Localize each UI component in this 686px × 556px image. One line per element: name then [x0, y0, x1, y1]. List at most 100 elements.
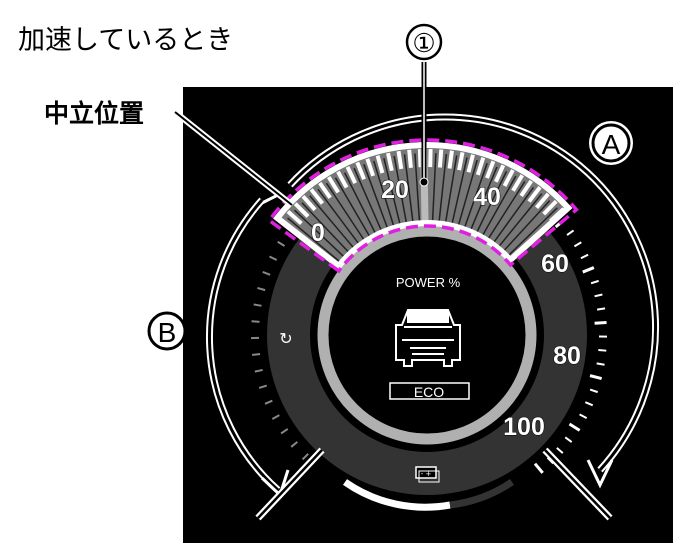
regen-tick	[277, 240, 286, 247]
scale-tick	[589, 388, 599, 394]
scale-tick	[596, 362, 605, 366]
power-bar-tip	[375, 155, 385, 174]
regen-tick	[264, 399, 273, 405]
power-bar-divider	[438, 153, 448, 224]
power-bar-divider	[486, 181, 526, 241]
power-bar-tip	[286, 210, 303, 225]
scale-tick	[589, 374, 603, 381]
battery-icon: - +	[415, 466, 440, 483]
charge-bar-filled	[342, 479, 451, 511]
scale-label-20: 20	[381, 176, 409, 204]
power-title: POWER %	[396, 275, 461, 290]
power-bar-divider	[450, 157, 468, 226]
power-bar-tip	[527, 186, 542, 203]
scale-tick	[573, 241, 582, 248]
scale-tick	[590, 279, 599, 285]
power-bar-tip	[309, 188, 324, 205]
callout-a: A	[589, 121, 633, 165]
power-bar-tip	[485, 160, 496, 179]
scale-label-60: 60	[541, 250, 569, 278]
power-bar-divider	[294, 209, 347, 259]
power-bar-divider	[353, 167, 383, 233]
svg-text:A: A	[602, 129, 621, 160]
scale-label-40: 40	[473, 183, 501, 211]
power-bar-divider	[491, 186, 535, 245]
power-bar-tip	[301, 195, 317, 212]
svg-text:B: B	[158, 317, 177, 348]
regen-tick	[254, 368, 263, 373]
power-bar-divider	[403, 154, 414, 224]
power-bar-divider	[309, 195, 356, 250]
power-bar-divider	[334, 177, 372, 239]
scale-label-100: 100	[503, 413, 545, 441]
power-bar-divider	[475, 170, 508, 235]
power-bar-tip	[457, 152, 465, 171]
scale-label-0: 0	[311, 219, 325, 247]
power-bar-divider	[457, 159, 478, 228]
power-sector	[277, 144, 569, 267]
regen-tick	[280, 428, 289, 435]
power-bar-tip	[336, 170, 349, 189]
regen-tick	[251, 320, 260, 323]
power-bar-divider	[383, 158, 402, 227]
power-bar-tip	[396, 150, 404, 170]
car-icon	[395, 309, 461, 367]
power-bar-divider	[363, 164, 389, 231]
scale-tick	[594, 293, 603, 298]
power-bar-tip	[327, 176, 340, 194]
sector-highlight-dashed	[266, 138, 579, 274]
page-title: 加速しているとき	[18, 25, 234, 56]
power-bar-tip	[407, 149, 413, 168]
power-bar-tip	[535, 192, 550, 209]
charge-bar-empty	[449, 479, 514, 509]
power-bar-tip	[519, 179, 533, 198]
callout-one: ①	[405, 23, 443, 61]
power-bar-tip	[293, 202, 310, 218]
regen-tick	[257, 287, 266, 292]
power-bar-divider	[497, 193, 543, 249]
power-bar-divider	[506, 207, 558, 258]
mode-box	[389, 382, 470, 400]
power-bar-tip	[437, 149, 444, 168]
scale-tick	[598, 348, 607, 352]
power-bar-divider	[325, 182, 366, 243]
power-bar-divider	[501, 200, 551, 253]
power-bar-divider	[301, 202, 351, 255]
callout-one-pointer	[419, 62, 429, 187]
power-bar-divider	[393, 155, 408, 225]
neutral-position-label: 中立位置	[44, 99, 145, 128]
power-bar-tip	[494, 164, 506, 183]
power-bar-divider	[317, 188, 361, 246]
power-bar-tip	[466, 154, 475, 173]
power-bar-tip	[345, 165, 358, 184]
regen-tick	[262, 270, 271, 276]
regen-tick	[271, 414, 280, 420]
scale-label-80: 80	[553, 342, 581, 370]
power-bar-tip	[318, 181, 332, 199]
power-bar-tip	[511, 174, 524, 192]
power-bar-tip	[447, 150, 454, 169]
svg-text:①: ①	[412, 28, 435, 58]
regen-tick	[252, 353, 261, 356]
power-bar-divider	[444, 155, 458, 225]
power-bar-tip	[542, 199, 558, 216]
scale-tick	[582, 266, 595, 274]
regen-tick	[301, 453, 309, 461]
neutral-pointer	[173, 109, 294, 208]
regen-tick	[269, 255, 278, 261]
power-bar-tip	[502, 169, 515, 187]
scale-tick	[594, 320, 607, 325]
svg-text:- +: - +	[421, 470, 432, 478]
power-bar-tip	[475, 157, 486, 176]
regen-tick	[258, 384, 268, 389]
power-bar-tip	[386, 152, 394, 172]
regen-tick	[290, 441, 299, 448]
power-bar-divider	[414, 153, 421, 224]
scale-tick	[566, 229, 575, 236]
inner-ring	[317, 225, 537, 445]
regen-icon: ↻	[279, 329, 292, 348]
mode-label: ECO	[414, 384, 444, 400]
power-bar-tip	[355, 161, 366, 180]
power-bar-tip	[417, 149, 423, 168]
